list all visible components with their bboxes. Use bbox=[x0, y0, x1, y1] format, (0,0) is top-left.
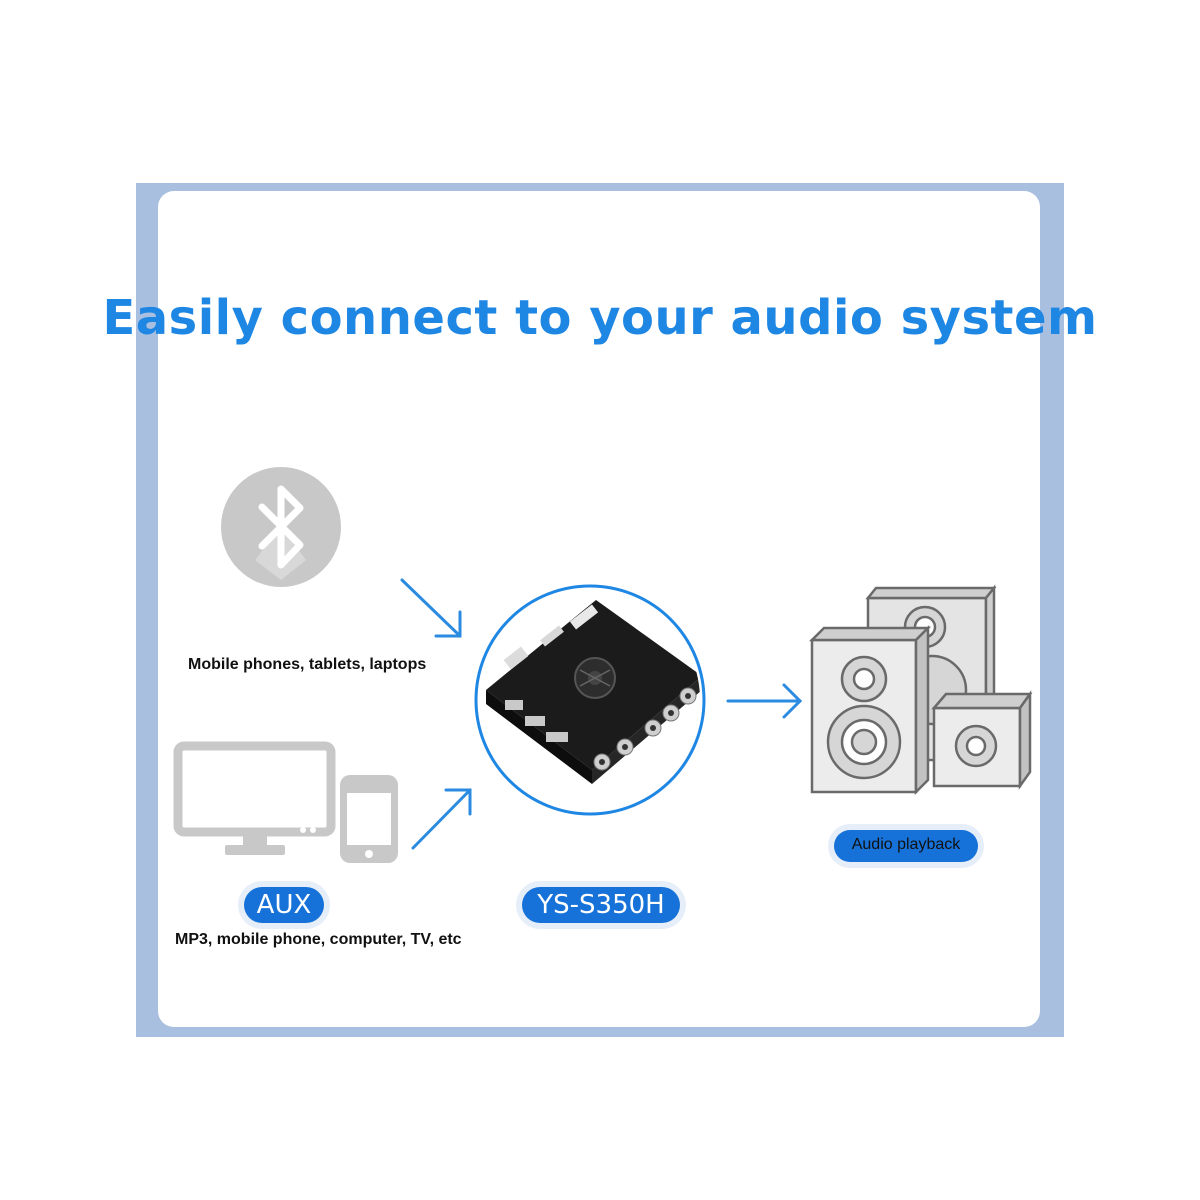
page-title: Easily connect to your audio system bbox=[102, 290, 1098, 346]
smartphone-icon bbox=[340, 775, 398, 863]
monitor-icon bbox=[173, 741, 336, 855]
bluetooth-icon bbox=[221, 467, 341, 587]
model-label: YS-S350H bbox=[522, 887, 680, 923]
amplifier-board-image bbox=[474, 584, 706, 816]
bluetooth-caption: Mobile phones, tablets, laptops bbox=[188, 656, 427, 673]
audio-playback-label: Audio playback bbox=[834, 830, 978, 862]
arrow-aux-to-board bbox=[411, 788, 472, 850]
speakers-icon bbox=[808, 584, 1033, 796]
aux-label: AUX bbox=[244, 887, 324, 923]
aux-caption: MP3, mobile phone, computer, TV, etc bbox=[175, 931, 462, 948]
arrow-board-to-speakers bbox=[726, 683, 803, 719]
arrow-bluetooth-to-board bbox=[400, 578, 462, 638]
